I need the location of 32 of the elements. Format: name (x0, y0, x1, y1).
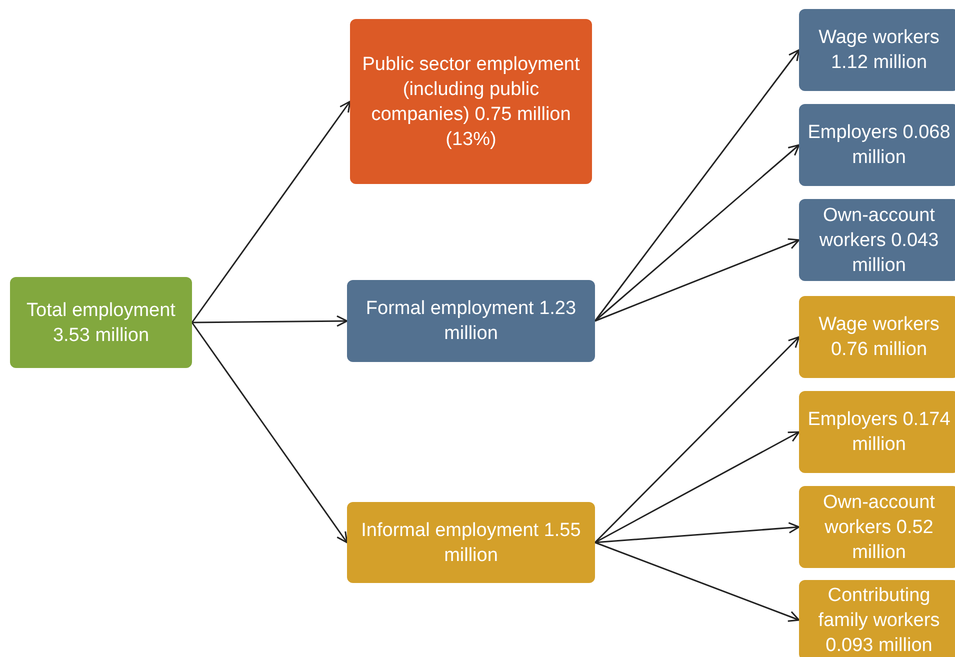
category-box (799, 391, 955, 473)
category-box (799, 296, 955, 378)
category-box (799, 104, 955, 186)
box-label: Wage workers 1.12 million (818, 26, 940, 75)
category-box (799, 199, 955, 281)
arrow (192, 315, 348, 327)
arrow (594, 144, 800, 322)
arrow (594, 431, 800, 544)
box-label: Public sector employment (including public companies) 0.75 million (13%) (361, 52, 581, 152)
box-label: Informal employment 1.55 million (360, 518, 582, 568)
box-label: Own-account workers 0.52 million (822, 490, 936, 564)
box-label: Contributing family workers 0.093 million (817, 584, 941, 657)
category-box (799, 486, 955, 568)
category-box (350, 19, 592, 184)
arrow (594, 542, 800, 622)
category-box (347, 280, 595, 362)
category-box (10, 277, 192, 368)
arrow (594, 238, 800, 322)
box-label: Total employment 3.53 million (26, 298, 176, 348)
arrow (594, 522, 800, 544)
category-box (799, 9, 955, 91)
box-label: Formal employment 1.23 million (364, 297, 578, 346)
arrow (594, 49, 800, 322)
category-box (799, 580, 955, 657)
arrow (191, 100, 351, 323)
box-label: Employers 0.174 million (806, 408, 952, 457)
box-label: Employers 0.068 million (806, 121, 952, 170)
arrow (191, 322, 348, 544)
box-label: Wage workers 0.76 million (818, 313, 940, 362)
box-label: Own-account workers 0.043 million (818, 204, 940, 278)
arrow (594, 336, 800, 544)
category-box (347, 502, 595, 583)
